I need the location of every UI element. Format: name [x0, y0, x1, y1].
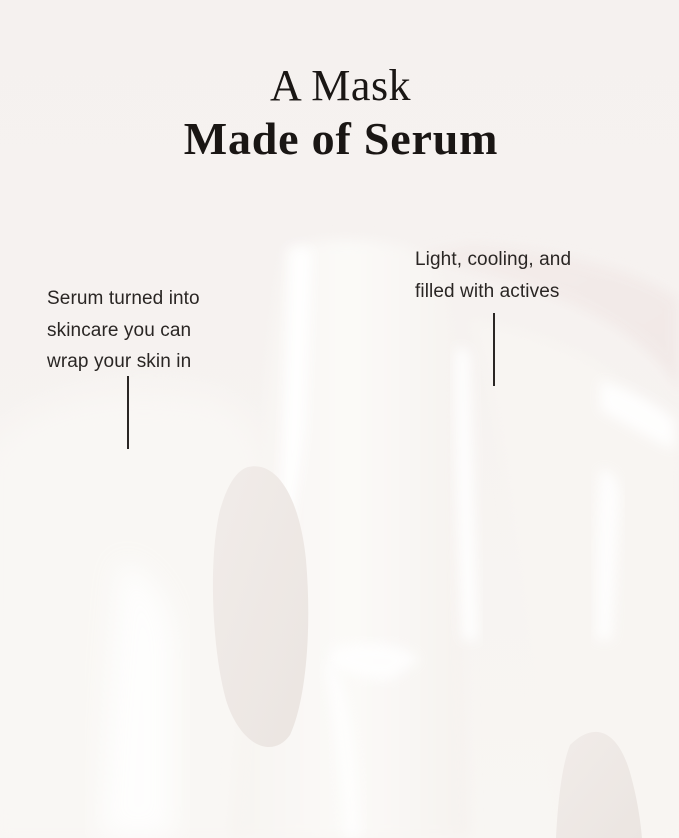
callout-text-line: skincare you can — [47, 319, 192, 341]
callout-light-cooling: Light, cooling, and filled with actives — [415, 244, 571, 307]
headline: A Mask Made of Serum — [0, 58, 679, 168]
callout-text-line: Light, cooling, and — [415, 249, 572, 270]
callout-leader-line-left — [127, 376, 129, 449]
headline-line-2: Made of Serum — [183, 113, 499, 164]
callout-text-line: filled with actives — [415, 280, 560, 302]
callout-wrap-your-skin: Serum turned into skincare you can wrap … — [47, 283, 200, 378]
callout-text-line: wrap your skin in — [47, 351, 192, 372]
callout-text-line: Serum turned into — [47, 288, 200, 309]
headline-line-1: A Mask — [269, 61, 412, 110]
callout-leader-line-right — [493, 313, 495, 386]
